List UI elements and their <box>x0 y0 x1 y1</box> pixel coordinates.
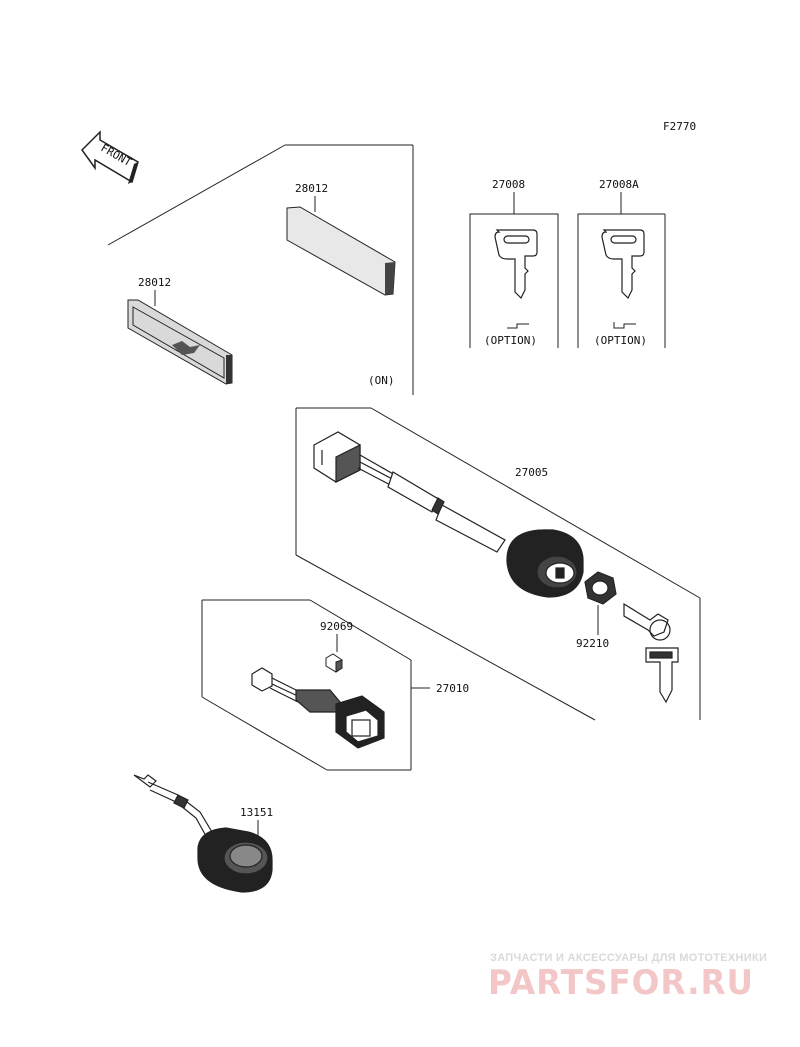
bulb-92069-icon <box>325 653 343 673</box>
emblem-lower-drawing <box>127 299 233 385</box>
switch-assy-panel-frame <box>201 599 430 771</box>
ignition-panel-frame <box>295 407 701 721</box>
part-label-27010: 27010 <box>436 682 469 695</box>
part-label-92210: 92210 <box>576 637 609 650</box>
switch-assy-27010-drawing <box>251 667 385 749</box>
option-note-right: (OPTION) <box>594 334 647 347</box>
watermark-logo: PARTSFOR.RU <box>488 963 755 1003</box>
ignition-switch-drawing <box>313 431 584 598</box>
ignition-keys-icon <box>623 602 679 704</box>
part-label-28012-lower: 28012 <box>138 276 171 289</box>
part-label-27008a: 27008A <box>599 178 639 191</box>
part-label-13151: 13151 <box>240 806 273 819</box>
emblem-upper-drawing <box>286 206 396 296</box>
option-note-left: (OPTION) <box>484 334 537 347</box>
key-27008a-icon <box>601 229 645 300</box>
key-box-right-frame <box>577 213 666 348</box>
buzzer-13151-drawing <box>133 774 273 893</box>
figure-code: F2770 <box>663 120 696 133</box>
key-box-left-frame <box>469 213 559 348</box>
emblem-panel-frame <box>107 144 414 395</box>
watermark-subtitle: ЗАПЧАСТИ И АКСЕССУАРЫ ДЛЯ МОТОТЕХНИКИ <box>490 952 768 964</box>
key-27008-icon <box>494 229 538 300</box>
part-label-28012-upper: 28012 <box>295 182 328 195</box>
part-label-92069: 92069 <box>320 620 353 633</box>
on-note: (ON) <box>368 374 395 387</box>
part-label-27005: 27005 <box>515 466 548 479</box>
nut-92210-icon <box>584 571 617 605</box>
part-label-27008: 27008 <box>492 178 525 191</box>
front-arrow-icon: FRONT <box>81 130 139 184</box>
